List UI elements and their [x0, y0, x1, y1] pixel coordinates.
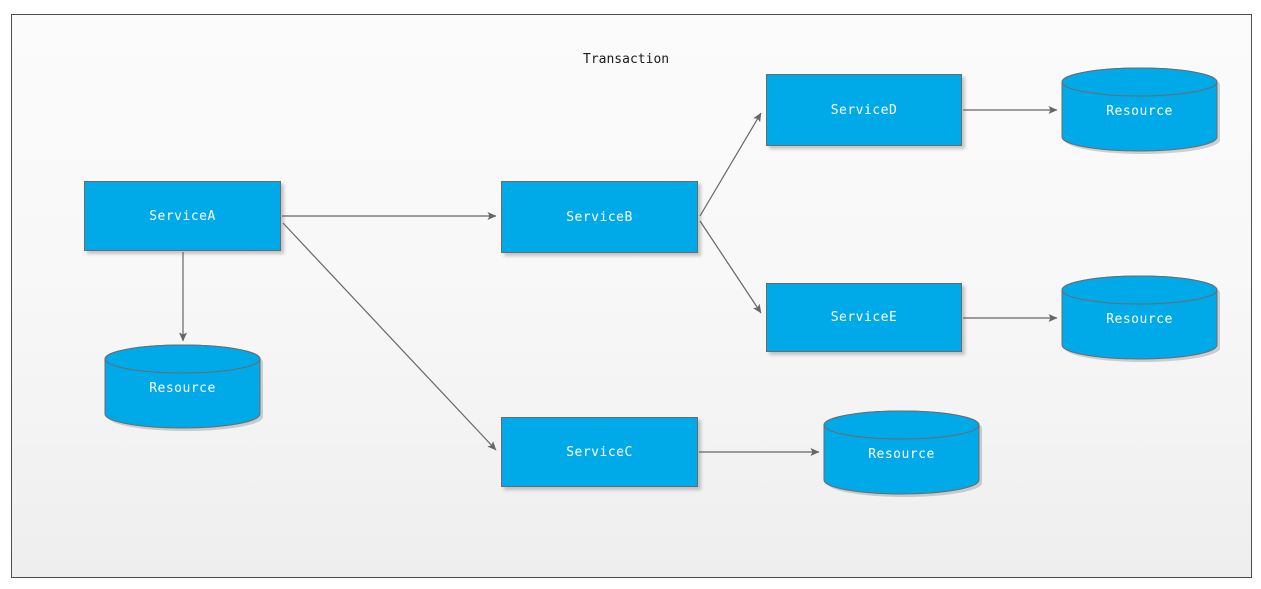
cylinder-shape-resourceE — [1061, 275, 1220, 362]
node-resourceD[interactable]: Resource — [1061, 67, 1220, 154]
node-label-serviceC: ServiceC — [566, 444, 633, 460]
node-label-serviceD: ServiceD — [830, 102, 898, 118]
node-label-serviceB: ServiceB — [566, 209, 633, 225]
node-resourceE[interactable]: Resource — [1061, 275, 1220, 362]
node-serviceE[interactable]: ServiceE — [766, 283, 962, 352]
cylinder-shape-resourceD — [1061, 67, 1220, 154]
node-label-resourceA: Resource — [149, 380, 216, 396]
node-serviceD[interactable]: ServiceD — [766, 74, 962, 146]
node-serviceC[interactable]: ServiceC — [501, 417, 698, 487]
node-resourceC[interactable]: Resource — [823, 410, 982, 497]
node-serviceB[interactable]: ServiceB — [501, 181, 698, 253]
node-label-resourceE: Resource — [1106, 311, 1173, 327]
diagram-title: Transaction — [583, 52, 670, 67]
node-resourceA[interactable]: Resource — [104, 344, 263, 431]
cylinder-shape-resourceC — [823, 410, 982, 497]
node-label-resourceC: Resource — [868, 446, 935, 462]
node-label-resourceD: Resource — [1106, 103, 1173, 119]
node-label-serviceA: ServiceA — [149, 208, 216, 224]
cylinder-shape-resourceA — [104, 344, 263, 431]
node-serviceA[interactable]: ServiceA — [84, 181, 281, 251]
node-label-serviceE: ServiceE — [830, 310, 898, 325]
